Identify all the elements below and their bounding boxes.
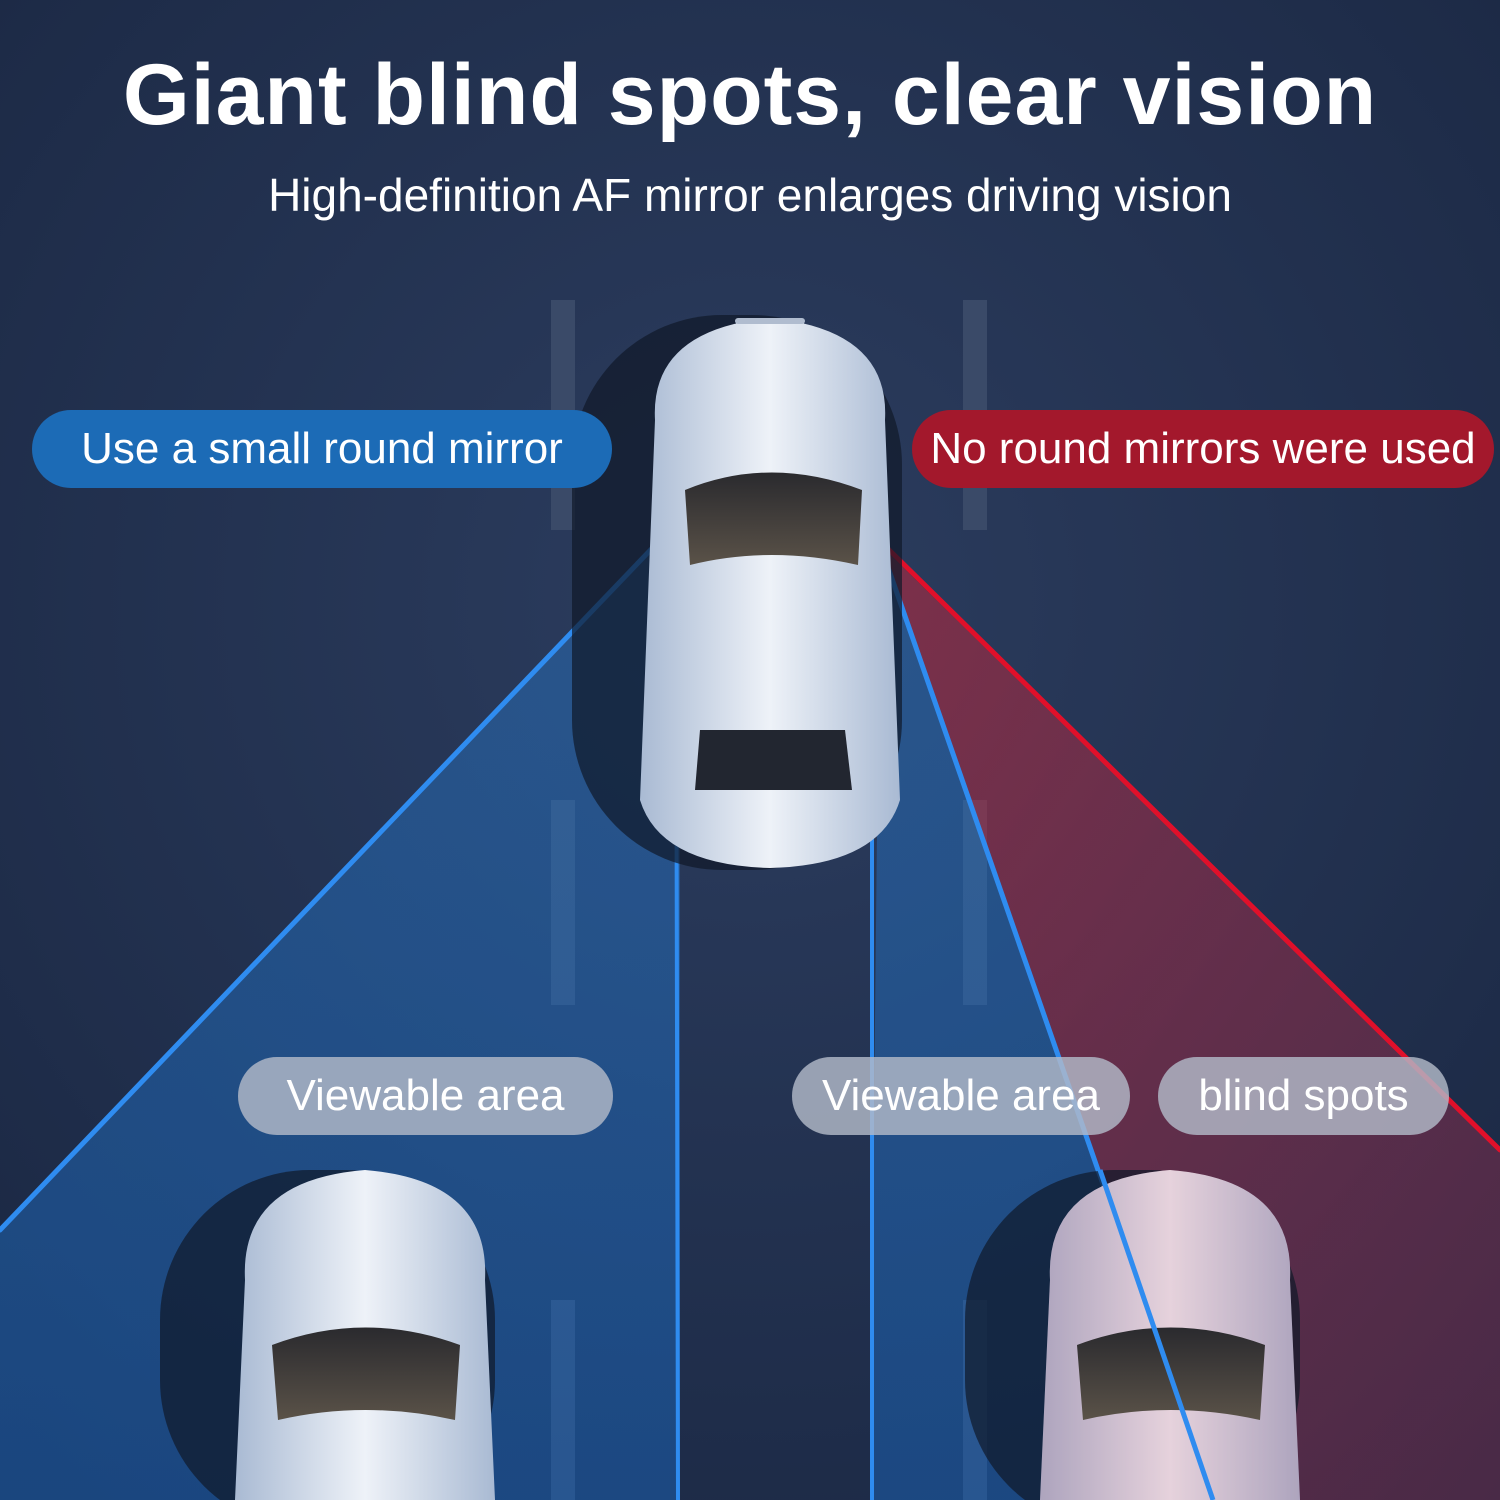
with-mirror-label: Use a small round mirror <box>32 410 612 488</box>
viewable-area-left-label: Viewable area <box>238 1057 613 1135</box>
main-car <box>572 315 902 870</box>
blind-spots-label: blind spots <box>1158 1057 1449 1135</box>
rear-left-car <box>160 1170 495 1500</box>
page-title: Giant blind spots, clear vision <box>122 47 1378 143</box>
blue-view-fan-left <box>0 540 680 1500</box>
viewable-area-right-label: Viewable area <box>792 1057 1130 1135</box>
rear-right-car <box>965 1169 1300 1500</box>
page-subtitle: High-definition AF mirror enlarges drivi… <box>268 169 1232 221</box>
without-mirror-label: No round mirrors were used <box>912 410 1494 488</box>
red-blind-spot-fan <box>880 545 1500 1500</box>
